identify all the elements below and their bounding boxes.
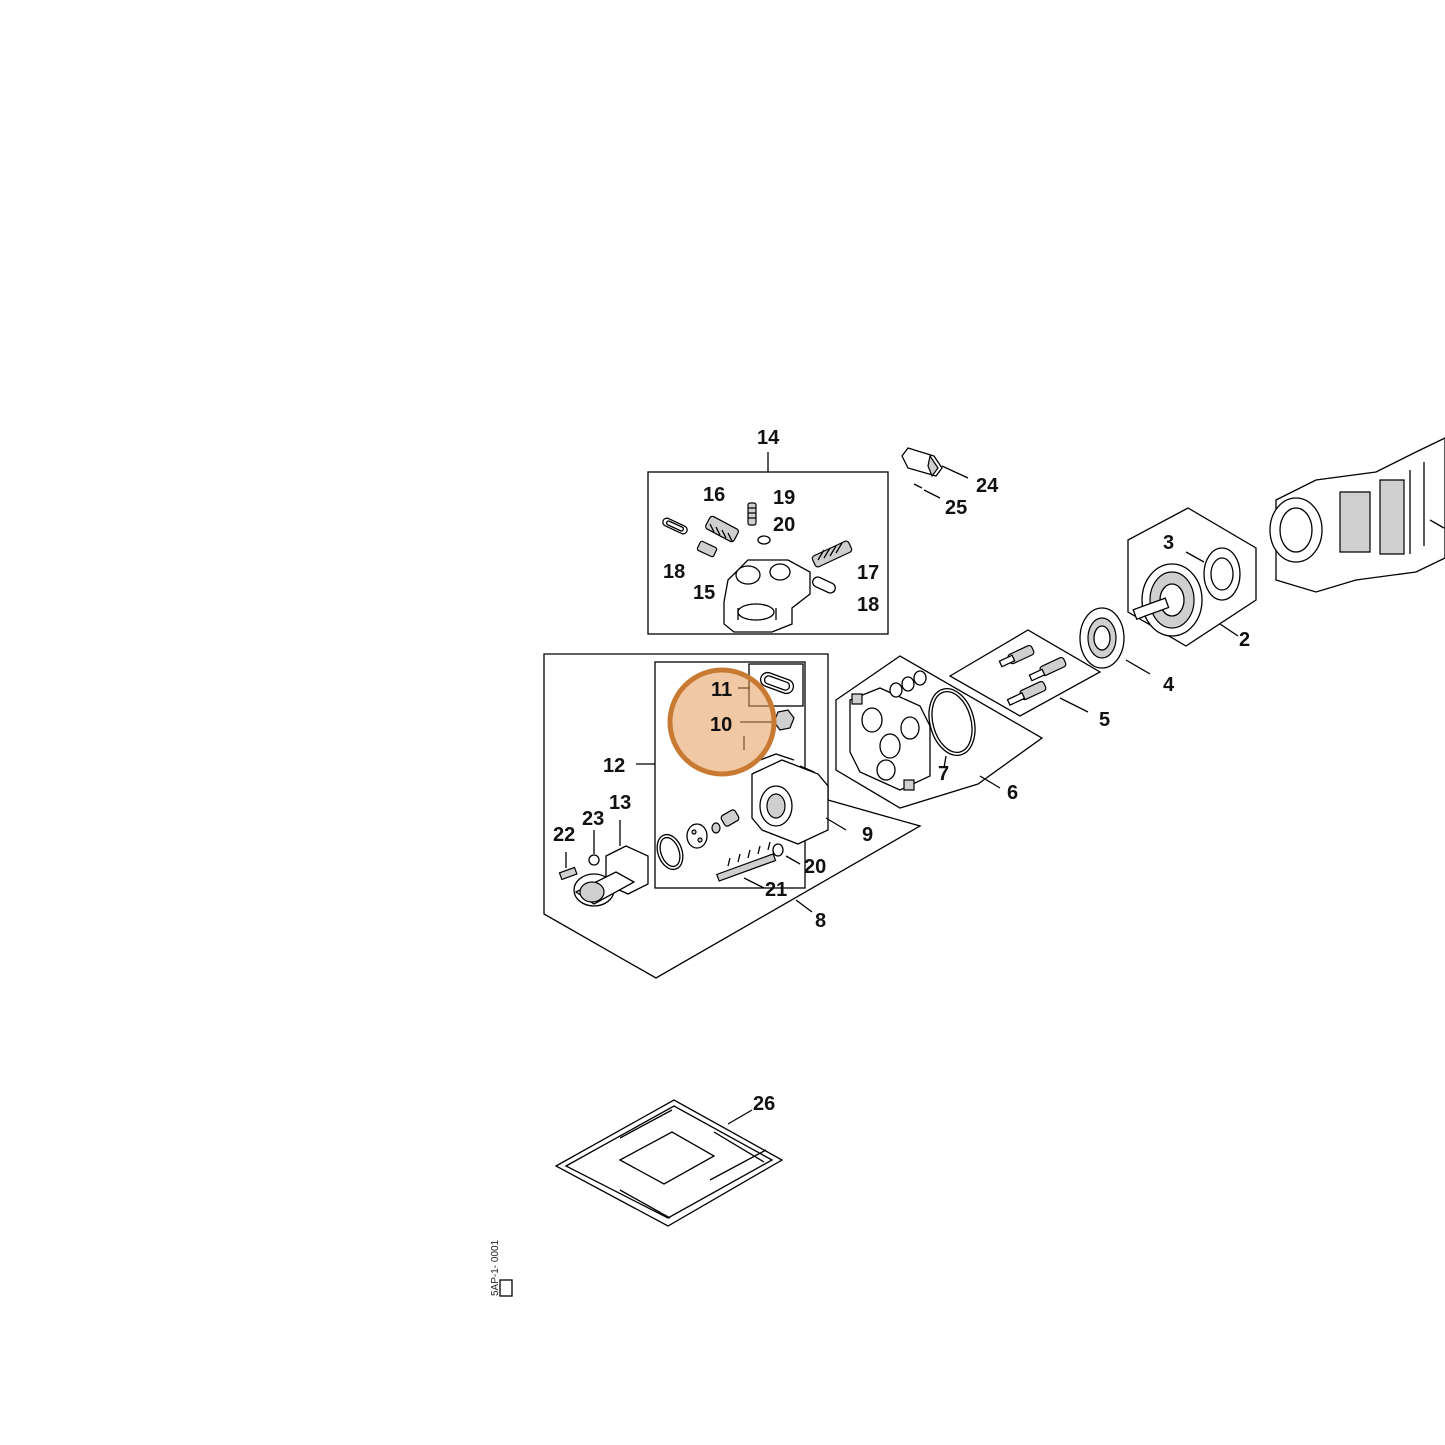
callout-17: 17 bbox=[857, 562, 879, 584]
callout-5: 5 bbox=[1099, 709, 1110, 731]
part-21-bolt[interactable] bbox=[716, 841, 777, 889]
part-23-nut[interactable] bbox=[588, 830, 600, 866]
drawing-code: 5AP-1- 0001 bbox=[490, 1239, 513, 1297]
callout-labels: 14 16 19 20 18 15 17 18 24 25 3 2 4 5 6 … bbox=[553, 427, 1250, 1115]
part-24-cap[interactable] bbox=[901, 447, 969, 479]
part-19-screw[interactable] bbox=[747, 502, 771, 545]
kit-box-5 bbox=[948, 629, 1102, 717]
callout-14: 14 bbox=[757, 427, 780, 449]
part-11-oring[interactable] bbox=[759, 671, 796, 696]
callout-26: 26 bbox=[753, 1093, 775, 1115]
kit-box-8 bbox=[543, 653, 922, 979]
part-15-fitting[interactable] bbox=[696, 540, 718, 558]
callout-22: 22 bbox=[553, 824, 575, 846]
valve-head-housing[interactable] bbox=[723, 559, 811, 633]
kit-box-6 bbox=[835, 655, 1044, 809]
callout-3: 3 bbox=[1163, 532, 1174, 554]
part-16-valve[interactable] bbox=[705, 515, 740, 543]
part-7-oring[interactable] bbox=[922, 683, 982, 769]
part-4-seal[interactable] bbox=[1079, 607, 1151, 675]
callout-11: 11 bbox=[711, 679, 732, 701]
callout-20a: 20 bbox=[773, 514, 795, 536]
callout-7: 7 bbox=[938, 763, 949, 785]
highlight-circle bbox=[667, 667, 777, 777]
callout-24: 24 bbox=[976, 475, 999, 497]
callout-18a: 18 bbox=[663, 561, 685, 583]
part-10-valve[interactable] bbox=[773, 709, 795, 731]
callout-13: 13 bbox=[609, 792, 631, 814]
motor-housing[interactable] bbox=[1269, 437, 1445, 593]
drawing-code-text: 5AP-1- 0001 bbox=[490, 1239, 501, 1296]
part-9-pump-head[interactable] bbox=[751, 753, 847, 845]
callout-2: 2 bbox=[1239, 629, 1250, 651]
callout-10: 10 bbox=[710, 714, 732, 736]
part-22-screw[interactable] bbox=[558, 852, 578, 881]
part-20-washer[interactable] bbox=[772, 843, 801, 865]
callout-25: 25 bbox=[945, 497, 967, 519]
part-18-oring-b[interactable] bbox=[811, 575, 837, 594]
part-17-valve[interactable] bbox=[811, 540, 853, 568]
callout-6: 6 bbox=[1007, 782, 1018, 804]
callout-19: 19 bbox=[773, 487, 795, 509]
kit-box-14 bbox=[647, 452, 889, 635]
callout-16: 16 bbox=[703, 484, 725, 506]
callout-20b: 20 bbox=[804, 856, 826, 878]
part-13-inlet[interactable] bbox=[573, 820, 649, 907]
part-3-bearing[interactable] bbox=[1203, 547, 1241, 601]
part-5-pistons[interactable] bbox=[998, 644, 1067, 706]
callout-15: 15 bbox=[693, 582, 715, 604]
part-18-oring[interactable] bbox=[662, 517, 689, 535]
part-25-pin[interactable] bbox=[913, 483, 941, 499]
callout-23: 23 bbox=[582, 808, 604, 830]
callout-21: 21 bbox=[765, 879, 787, 901]
part-6-housing[interactable] bbox=[849, 687, 931, 791]
part-gear[interactable] bbox=[1132, 563, 1203, 637]
callout-12: 12 bbox=[603, 755, 625, 777]
part-12-seal-kit[interactable] bbox=[653, 809, 740, 873]
callout-4: 4 bbox=[1163, 674, 1175, 696]
part-6-seals[interactable] bbox=[889, 670, 927, 698]
part-26-sheet[interactable] bbox=[554, 1099, 784, 1227]
callout-8: 8 bbox=[815, 910, 826, 932]
callout-9: 9 bbox=[862, 824, 873, 846]
callout-18b: 18 bbox=[857, 594, 879, 616]
kit-box-2 bbox=[1127, 507, 1257, 647]
